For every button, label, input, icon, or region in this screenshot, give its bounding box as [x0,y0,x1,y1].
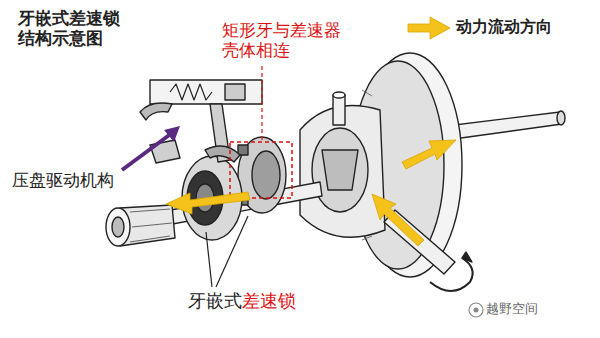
watermark: 越野空间 [486,301,538,317]
part-label: 压盘驱动机构 [12,170,114,190]
callout-label: 矩形牙与差速器 壳体相连 [222,20,354,61]
part-label: 差速锁 [242,290,296,312]
legend-text: 动力流动方向 [456,17,552,36]
diagram-title: 牙嵌式差速锁 结构示意图 [18,8,130,49]
part-label: 牙嵌式 [188,290,242,312]
